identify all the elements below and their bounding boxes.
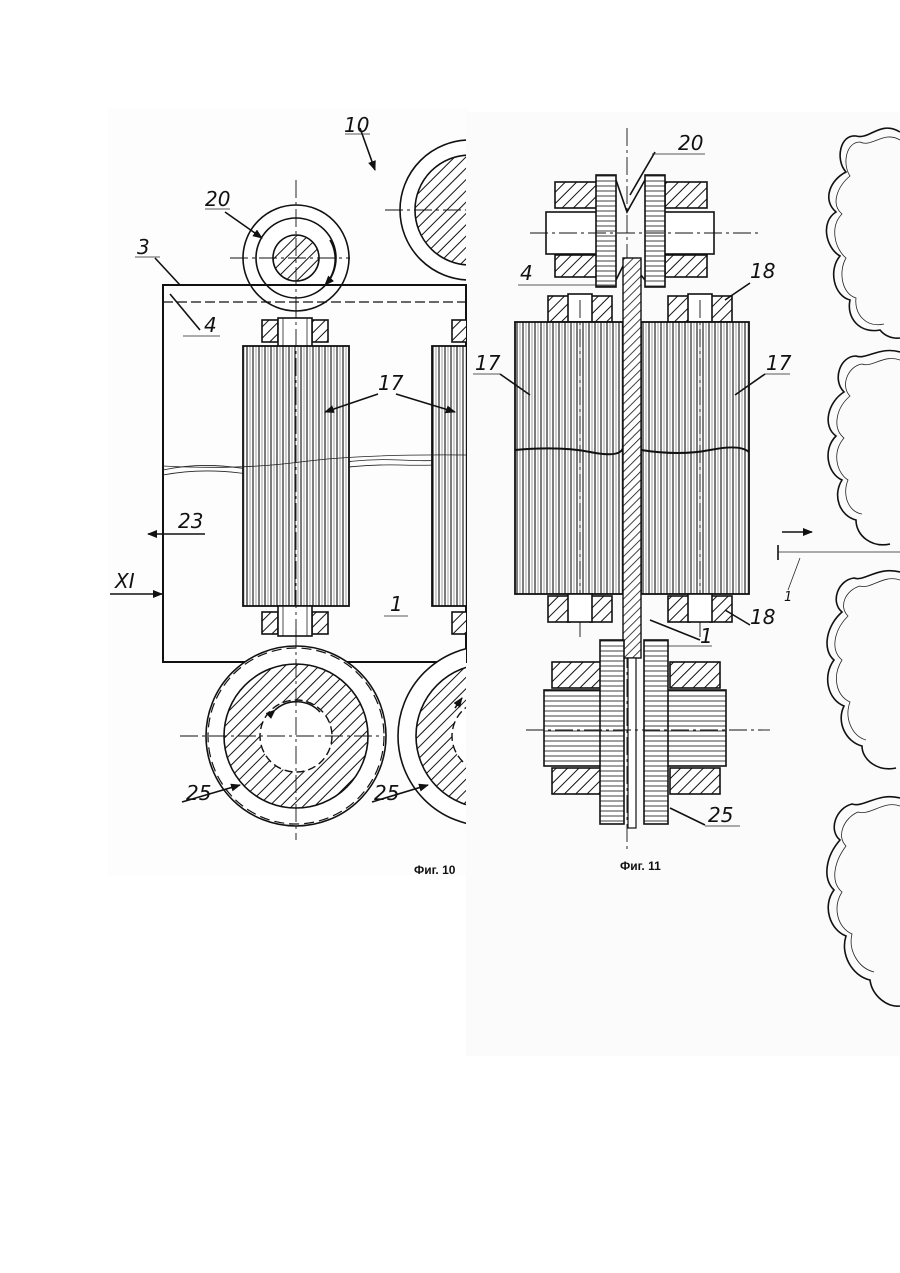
roller-left-fig11 [515,300,623,640]
label-drive-wheel-left: 25 [186,781,211,805]
label-drive-wheel-right: 25 [374,781,399,805]
figure-11-caption: Фиг. 11 [620,859,661,873]
label-strip-fig11: 1 [700,624,713,648]
label-feed-rollers: 20 [678,131,703,155]
label-bearing-top: 18 [750,259,775,283]
label-edge: 4 [204,313,217,337]
label-assembly: 10 [344,113,369,137]
label-bearing-bottom: 18 [750,605,775,629]
label-roller-right: 17 [766,351,792,375]
label-roller-left: 17 [475,351,501,375]
label-edge-fig11: 4 [520,261,533,285]
label-feed-roller: 20 [205,187,230,211]
label-strip: 1 [390,592,403,616]
label-drive-wheels: 25 [708,803,733,827]
label-strip-fig12: 1 [784,590,792,605]
roller-left [243,300,349,650]
label-frame: 3 [137,235,150,259]
label-rollers: 17 [378,371,404,395]
roller-right [432,320,472,634]
roller-right-fig11 [641,300,749,640]
label-section-mark: XI [114,569,135,593]
label-outlet: 23 [178,509,203,533]
figure-10-caption: Фиг. 10 [414,863,456,877]
